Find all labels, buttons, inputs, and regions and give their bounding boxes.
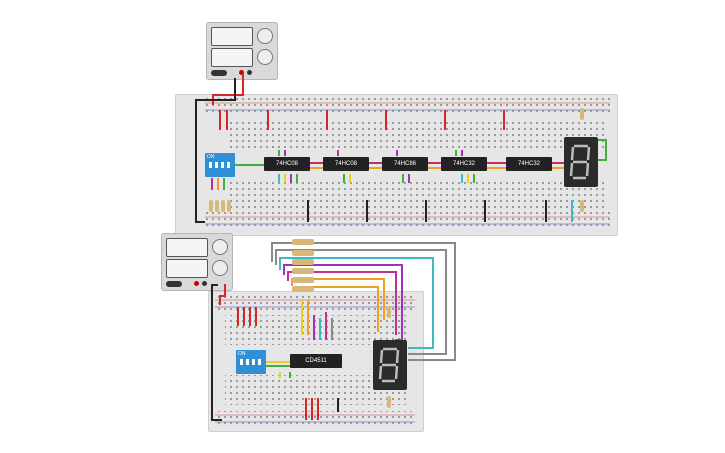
upper-dip-resistor-1[interactable] bbox=[209, 200, 213, 212]
lower-seven-segment-display[interactable] bbox=[373, 340, 407, 390]
lower-dip-toggle-3[interactable] bbox=[252, 359, 255, 365]
chip-cd4511[interactable]: CD4511 bbox=[290, 354, 342, 368]
psu-top-power-switch[interactable] bbox=[211, 70, 227, 76]
psu-top-negative-jack[interactable] bbox=[247, 70, 252, 75]
upper-dip-toggle-1[interactable] bbox=[209, 162, 212, 168]
psu-top-voltage-display bbox=[211, 27, 253, 46]
upper-seven-segment-display[interactable] bbox=[564, 137, 598, 187]
psu-top-positive-jack[interactable] bbox=[239, 70, 244, 75]
psu-bottom-positive-jack[interactable] bbox=[194, 281, 199, 286]
chip-74hc86[interactable]: 74HC86 bbox=[382, 157, 428, 171]
chip-74hc08-b[interactable]: 74HC08 bbox=[323, 157, 369, 171]
upper-dip-resistor-3[interactable] bbox=[221, 200, 225, 212]
upper-dip-toggle-3[interactable] bbox=[221, 162, 224, 168]
upper-dip-resistor-2[interactable] bbox=[215, 200, 219, 212]
psu-top-current-display bbox=[211, 48, 253, 67]
lower-dip-toggle-4[interactable] bbox=[258, 359, 261, 365]
upper-segment-digit-icon bbox=[569, 144, 591, 180]
lower-dip-on-label: ON bbox=[238, 351, 246, 357]
psu-bottom-current-knob[interactable] bbox=[212, 260, 228, 276]
power-supply-top[interactable] bbox=[206, 22, 278, 80]
psu-bottom-voltage-display bbox=[166, 238, 208, 257]
chip-74hc32-a[interactable]: 74HC32 bbox=[441, 157, 487, 171]
upper-display-resistor-top[interactable] bbox=[580, 108, 584, 120]
upper-dip-toggle-2[interactable] bbox=[215, 162, 218, 168]
upper-dip-switch[interactable]: ON bbox=[205, 153, 235, 177]
psu-top-voltage-knob[interactable] bbox=[257, 28, 273, 44]
lower-segment-digit-icon bbox=[378, 347, 400, 383]
upper-dip-toggle-4[interactable] bbox=[227, 162, 230, 168]
power-supply-bottom[interactable] bbox=[161, 233, 233, 291]
upper-dip-resistor-4[interactable] bbox=[227, 200, 231, 212]
psu-bottom-power-switch[interactable] bbox=[166, 281, 182, 287]
lower-dip-toggle-1[interactable] bbox=[240, 359, 243, 365]
chip-74hc32-b[interactable]: 74HC32 bbox=[506, 157, 552, 171]
psu-top-current-knob[interactable] bbox=[257, 49, 273, 65]
lower-dip-toggle-2[interactable] bbox=[246, 359, 249, 365]
lower-display-resistor-bottom[interactable] bbox=[387, 396, 391, 408]
psu-bottom-voltage-knob[interactable] bbox=[212, 239, 228, 255]
chip-74hc08-a[interactable]: 74HC08 bbox=[264, 157, 310, 171]
lower-dip-switch[interactable]: ON bbox=[236, 350, 266, 374]
lower-display-resistor-top[interactable] bbox=[387, 306, 391, 318]
lower-resistor-bank[interactable] bbox=[292, 239, 314, 292]
upper-display-resistor-bottom[interactable] bbox=[580, 200, 584, 212]
upper-dip-on-label: ON bbox=[207, 154, 215, 160]
psu-bottom-negative-jack[interactable] bbox=[202, 281, 207, 286]
psu-bottom-current-display bbox=[166, 259, 208, 278]
